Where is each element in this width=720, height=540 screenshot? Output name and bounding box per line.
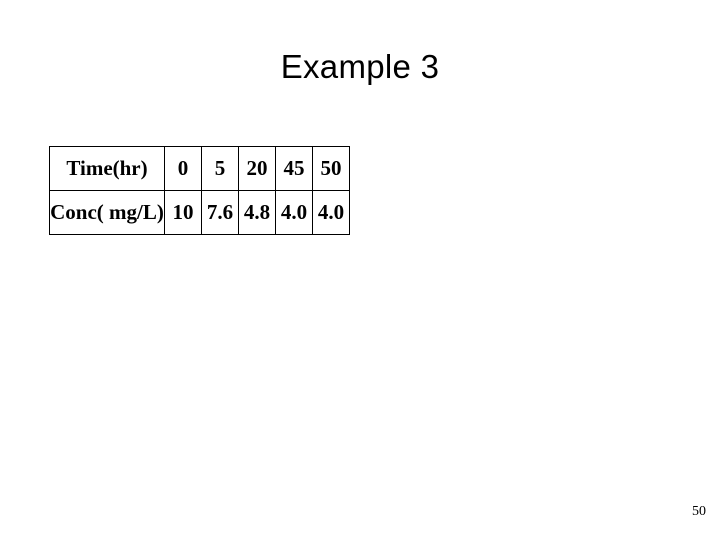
page-title: Example 3 [280,48,440,85]
table-row: Conc( mg/L) 10 7.6 4.8 4.0 4.0 [49,190,350,235]
row-header-conc: Conc( mg/L) [49,190,165,235]
table-cell: 0 [164,146,202,191]
data-table: Time(hr) 0 5 20 45 50 Conc( mg/L) 10 7.6… [49,146,350,235]
row-header-time: Time(hr) [49,146,165,191]
table-row: Time(hr) 0 5 20 45 50 [49,146,350,191]
table-cell: 45 [275,146,313,191]
page-number: 50 [692,504,706,519]
table-cell: 4.0 [312,190,350,235]
table-cell: 50 [312,146,350,191]
table-cell: 4.0 [275,190,313,235]
table-cell: 20 [238,146,276,191]
table-cell: 4.8 [238,190,276,235]
table-cell: 10 [164,190,202,235]
table-cell: 5 [201,146,239,191]
table-cell: 7.6 [201,190,239,235]
